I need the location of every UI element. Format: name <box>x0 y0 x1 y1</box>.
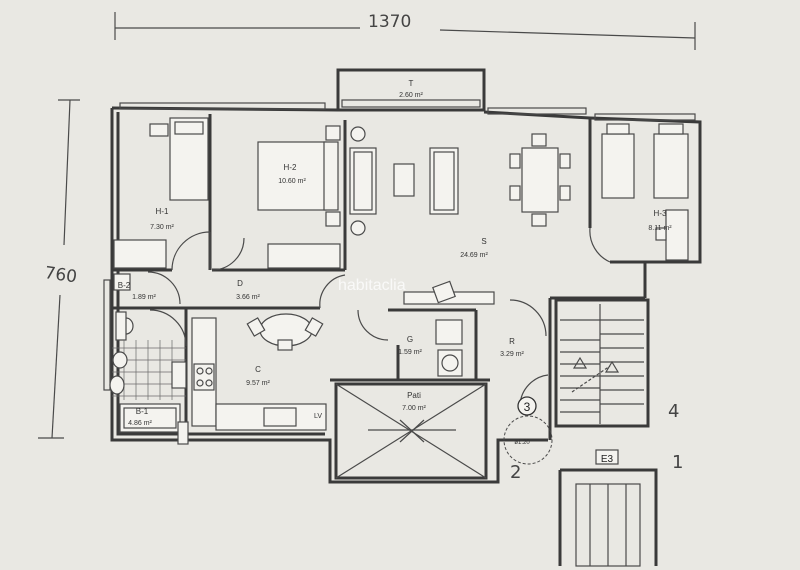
room-name-D: D <box>237 279 243 288</box>
room-name-B-2: B-2 <box>118 281 131 290</box>
height-dimension-label: 760 <box>43 263 78 287</box>
turning-circle: 3 ø1.20 <box>503 396 553 465</box>
room-name-Pati: Pati <box>407 391 421 400</box>
left-dimension: 760 <box>38 99 80 439</box>
top-dimension: 1370 <box>114 12 696 50</box>
width-dimension-label: 1370 <box>368 12 411 32</box>
room-area-Pati: 7.00 m² <box>402 405 426 412</box>
watermark: habitaclia <box>338 277 406 294</box>
circle-diameter: ø1.20 <box>514 440 530 446</box>
terrace: T 2.60 m² <box>336 68 486 112</box>
room-name-R: R <box>509 337 515 346</box>
mark-1: 1 <box>672 452 683 473</box>
living-room: S 24.69 m² <box>349 126 571 305</box>
lv-label: LV <box>314 413 322 420</box>
room-name-H-3: H-3 <box>654 209 667 218</box>
room-name-S: S <box>481 237 486 246</box>
room-area-D: 3.66 m² <box>236 294 260 301</box>
patio: Pati 7.00 m² <box>334 382 488 480</box>
mark-4: 4 <box>668 401 679 422</box>
room-name-B-1: B-1 <box>136 407 149 416</box>
room-area-B-1: 4.86 m² <box>128 420 152 427</box>
door-swings <box>147 227 611 406</box>
room-area-R: 3.29 m² <box>500 351 524 358</box>
room-area-B-2: 1.89 m² <box>132 294 156 301</box>
interior-walls <box>112 114 645 440</box>
room-name-T: T <box>409 79 414 88</box>
room-name-H-2: H-2 <box>284 163 297 172</box>
gallery-g: G 1.59 m² <box>398 319 463 377</box>
room-area-S: 24.69 m² <box>460 252 488 259</box>
outer-walls <box>103 102 702 484</box>
room-name-H-1: H-1 <box>156 207 169 216</box>
bedroom-h1: H-1 7.30 m² <box>113 117 209 269</box>
room-area-T: 2.60 m² <box>399 92 423 99</box>
hall-d: D 3.66 m² <box>236 279 260 301</box>
mark-2: 2 <box>510 462 521 483</box>
room-name-C: C <box>255 365 261 374</box>
lift: E3 1 2 <box>510 449 683 567</box>
bathroom-b1: B-1 4.86 m² <box>109 340 187 433</box>
circle-number: 3 <box>524 400 531 414</box>
bedroom-h3: H-3 8.11 m² <box>601 123 689 261</box>
room-name-G: G <box>407 335 413 344</box>
room-area-H-2: 10.60 m² <box>278 178 306 185</box>
stair-code-label: E3 <box>601 454 614 465</box>
hall-r: R 3.29 m² <box>500 337 524 358</box>
bedroom-h2: H-2 10.60 m² <box>257 125 341 269</box>
room-area-H-1: 7.30 m² <box>150 224 174 231</box>
room-area-H-3: 8.11 m² <box>648 225 672 232</box>
bathroom-b2: B-2 1.89 m² <box>113 273 157 341</box>
room-area-C: 9.57 m² <box>246 380 270 387</box>
staircase: 4 <box>554 298 679 428</box>
room-area-G: 1.59 m² <box>398 349 422 356</box>
kitchen: C 9.57 m² LV <box>177 313 327 445</box>
